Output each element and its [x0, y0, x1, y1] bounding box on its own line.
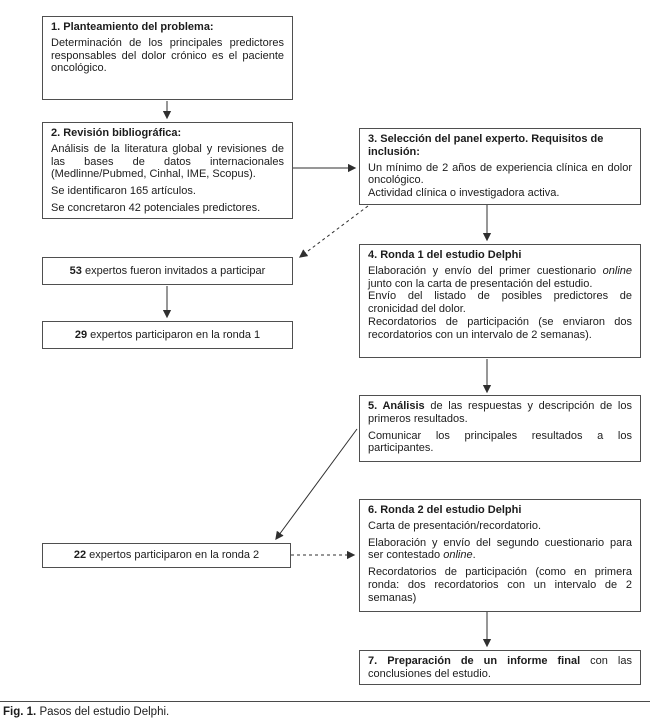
figure-caption-label: Fig. 1. [3, 706, 37, 718]
step6-p3: Recordatorios de participación (como en … [368, 566, 632, 604]
step4-p2: Envío del listado de posibles predictore… [368, 290, 632, 316]
step6-p2: Elaboración y envío del segundo cuestion… [368, 536, 632, 562]
step4-title: 4. Ronda 1 del estudio Delphi [368, 249, 522, 261]
round2-text: 22 expertos participaron en la ronda 2 [73, 549, 260, 561]
step5-p2: Comunicar los principales resultados a l… [368, 429, 632, 455]
step1-body: Determinación de los principales predict… [51, 36, 284, 75]
step6-title: 6. Ronda 2 del estudio Delphi [368, 504, 522, 516]
round1-count: 29 [74, 328, 88, 341]
step7-p1: 7. Preparación de un informe final con l… [368, 655, 632, 680]
step2-p2: Se identificaron 165 artículos. [51, 185, 196, 198]
invited-count: 53 [69, 264, 82, 277]
step3-title: 3. Selección del panel experto. Requisit… [368, 133, 604, 158]
flow-box-step2-revision: 2. Revisión bibliográfica: Análisis de l… [42, 122, 293, 219]
figure-caption: Fig. 1. Pasos del estudio Delphi. [3, 705, 169, 719]
flow-box-experts-invited: 53 expertos fueron invitados a participa… [42, 257, 293, 285]
step6-p1: Carta de presentación/recordatorio. [368, 519, 542, 532]
dashed-arrow-step3-to-invited [298, 205, 369, 258]
round2-count: 22 [73, 549, 87, 561]
invited-text: 53 expertos fueron invitados a participa… [69, 264, 266, 277]
step4-p3: Recordatorios de participación (se envia… [368, 315, 632, 341]
step2-p3: Se concretaron 42 potenciales predictore… [51, 201, 261, 214]
step4-p1: Elaboración y envío del primer cuestiona… [368, 264, 632, 290]
flow-box-step3-seleccion-panel: 3. Selección del panel experto. Requisit… [359, 128, 641, 205]
caption-divider [0, 701, 650, 702]
online-italic: online [443, 549, 473, 562]
step2-p1: Análisis de la literatura global y revis… [51, 142, 284, 181]
figure-caption-text: Pasos del estudio Delphi. [39, 706, 170, 718]
round1-text: 29 expertos participaron en la ronda 1 [74, 328, 261, 341]
step1-title: 1. Planteamiento del problema: [51, 21, 214, 33]
flow-box-step6-ronda2: 6. Ronda 2 del estudio Delphi Carta de p… [359, 499, 641, 612]
step5-p1: 5. Análisis de las respuestas y descripc… [368, 400, 632, 425]
step3-p2: Actividad clínica o investigadora activa… [368, 187, 560, 200]
flow-box-step5-analisis: 5. Análisis de las respuestas y descripc… [359, 395, 641, 462]
flow-box-step4-ronda1: 4. Ronda 1 del estudio Delphi Elaboració… [359, 244, 641, 358]
online-italic: online [602, 264, 632, 277]
arrow-step5-to-round2 [275, 428, 358, 541]
flow-box-round1-participants: 29 expertos participaron en la ronda 1 [42, 321, 293, 349]
flow-box-round2-participants: 22 expertos participaron en la ronda 2 [42, 543, 291, 568]
step2-title: 2. Revisión bibliográfica: [51, 127, 182, 139]
flow-box-step1-planteamiento: 1. Planteamiento del problema: Determina… [42, 16, 293, 100]
step3-p1: Un mínimo de 2 años de experiencia clíni… [368, 161, 632, 187]
flow-box-step7-informe-final: 7. Preparación de un informe final con l… [359, 650, 641, 685]
